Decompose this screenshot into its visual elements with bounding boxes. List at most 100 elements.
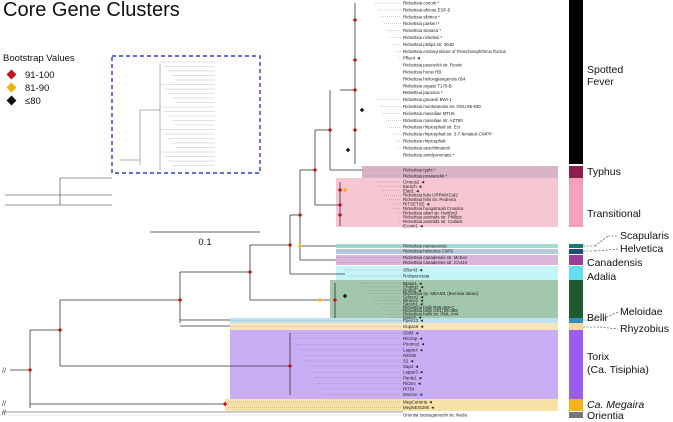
tip-label: Pperi13 ◄: [403, 318, 424, 323]
tip-label: Btapp1 ◄: [403, 281, 422, 286]
clade-bar-torix: [569, 330, 583, 399]
megaira-band: [225, 399, 558, 411]
tip-label: MegNEIS296 ◄: [403, 405, 435, 410]
tip-label: Rickettsia massiliae MTU5: [403, 111, 455, 116]
clade-label-megaira: Ca. Megaira: [587, 399, 645, 411]
tip-label: Rickettsia heilongjiangensis 054: [403, 76, 466, 81]
bootstrap-node: [247, 269, 253, 275]
tip-label: Rickettsia felis str. Pedreira: [403, 197, 457, 202]
clade-label-typhus: Typhus: [587, 166, 621, 178]
tip-label: Pflac4 ◄: [403, 56, 421, 61]
canadensis-band: [336, 255, 558, 265]
helvetica-band: [336, 249, 558, 254]
tip-label: Gdoso1 ◄: [403, 295, 424, 300]
clade-bar-transitional-bar: [569, 178, 583, 227]
tip-label: Rickettsia rhipicephali str. 3-7-female6…: [403, 132, 492, 137]
tip-label: Rickettsia canadensis str. CA410: [403, 260, 468, 265]
clade-label-rhyzobius: Rhyzobius: [620, 323, 670, 335]
figure-title: Core Gene Clusters: [3, 0, 180, 21]
tip-label: Orientia tsutsugamushi str. Ikeda: [403, 413, 467, 418]
bootstrap-node: [345, 147, 351, 153]
tip-label: Rickettsia bellii OSU 85-389: [403, 308, 458, 313]
adalia-band: [336, 266, 558, 280]
tip-label: Gbif3 ◄: [403, 331, 419, 336]
clade-label-transitional: Transitional: [587, 208, 641, 220]
tip-label: Sap4 ◄: [403, 364, 419, 369]
tip-label: Rickettsia typhi *: [403, 168, 436, 173]
clade-label-helvetica: Helvetica: [620, 243, 664, 255]
tip-label: RAbipunctata: [403, 274, 430, 279]
clade-bar-typhus: [569, 166, 583, 178]
clade-label-torix: Torix: [587, 351, 610, 363]
tip-label: Rickettsia felis URRWXCal2: [403, 193, 458, 198]
bootstrap-node: [359, 107, 365, 113]
tip-label: S2 ◄: [403, 359, 414, 364]
tip-label: Rickettsia australis str. Phillips: [403, 215, 463, 220]
clade-label-belli: Belli: [587, 312, 607, 324]
bootstrap-node: [57, 327, 63, 333]
tip-label: Rickettsia argasii T170-B: [403, 83, 452, 88]
clade-label-meloidae: Meloidae: [620, 306, 663, 318]
bootstrap-node: [287, 363, 293, 369]
bootstrap-node: [352, 57, 358, 63]
clade-label-spotted-fever: Spotted Fever: [587, 64, 623, 88]
clade-label-canadensis: Canadensis: [587, 257, 643, 269]
bootstrap-node: [177, 297, 183, 303]
bootstrap-legend-title: Bootstrap Values: [3, 53, 75, 64]
clade-bar-megaira: [569, 399, 583, 411]
clade-bar-spotted-fever: [569, 0, 583, 164]
clade-bar-helvetica: [569, 249, 583, 254]
clade-label-adalia: Adalia: [587, 271, 617, 283]
clade-bar-orientia: [569, 412, 583, 418]
tip-label: Rickettsia rhipicephali: [403, 139, 445, 144]
scale-bar-label: 0.1: [198, 237, 212, 248]
clade-bar-canadensis: [569, 255, 583, 265]
legend-item-91-100: 91-100: [6, 69, 55, 82]
clade-bar-rhyzobius: [569, 323, 583, 330]
tip-label: Rickettsia monacensis: [403, 244, 447, 249]
tip-label: Rickettsia montanensis str. OSU 85-930: [403, 104, 481, 109]
legend-label: ≤80: [25, 96, 41, 107]
tip-label: Cmeus2 ◄: [403, 180, 425, 185]
bootstrap-node: [27, 367, 33, 373]
transitional-band: [336, 178, 558, 227]
tip-label: Rickettsia aeschlimannii: [403, 145, 450, 150]
tip-label: Oopac6 ◄: [403, 324, 424, 329]
tip-label: RiDNE: [403, 353, 416, 358]
tip-label: Rickettsia gravesii BWI-1: [403, 97, 452, 102]
tip-label: Rickettsia africae ESF-5: [403, 7, 451, 12]
tip-label: Rickettsia amblyommatis *: [403, 152, 455, 157]
legend-item-81-90: 81-90: [6, 82, 49, 95]
truncation-mark: //: [2, 410, 6, 417]
legend-item-le80: ≤80: [6, 95, 41, 108]
bootstrap-node: [327, 127, 333, 133]
typhus-band: [362, 166, 558, 178]
tip-label: Rickettsia endosymbiont of Proechinophth…: [403, 49, 507, 54]
tip-label: Rickettsia philipii str. 364D: [403, 42, 454, 47]
bootstrap-node: [352, 87, 358, 93]
clade-bar-belli: [569, 280, 583, 318]
torix-band: [230, 330, 558, 399]
bootstrap-node: [352, 127, 358, 133]
tip-label: Sanch1 ◄: [403, 301, 423, 306]
tip-label: RITSETSE ◄: [403, 202, 430, 207]
clade-bar-meloidae: [569, 318, 583, 323]
scapularis-band: [336, 244, 558, 248]
tip-label: Btrans1 ◄: [403, 298, 424, 303]
bootstrap-node: [342, 293, 348, 299]
scapularis-connector: [594, 235, 609, 247]
tip-label: Pnomo2 ◄: [403, 342, 425, 347]
bootstrap-node: [342, 187, 348, 193]
tip-label: MegCarteria ◄: [403, 400, 433, 405]
bootstrap-node: [317, 297, 323, 303]
bootstrap-node: [337, 212, 343, 218]
legend-label: 91-100: [25, 70, 55, 81]
clade-bar-adalia: [569, 266, 583, 280]
tip-label: Earsch ◄: [403, 184, 422, 189]
tip-label: RiCimp ◄: [403, 336, 423, 341]
bootstrap-node: [222, 401, 228, 407]
bootstrap-node: [337, 202, 343, 208]
clade-label-orientia: Orientia: [587, 410, 624, 422]
tip-label: Rickettsia rickettsii *: [403, 35, 442, 40]
tip-label: Ecorin1 ◄: [403, 224, 423, 229]
